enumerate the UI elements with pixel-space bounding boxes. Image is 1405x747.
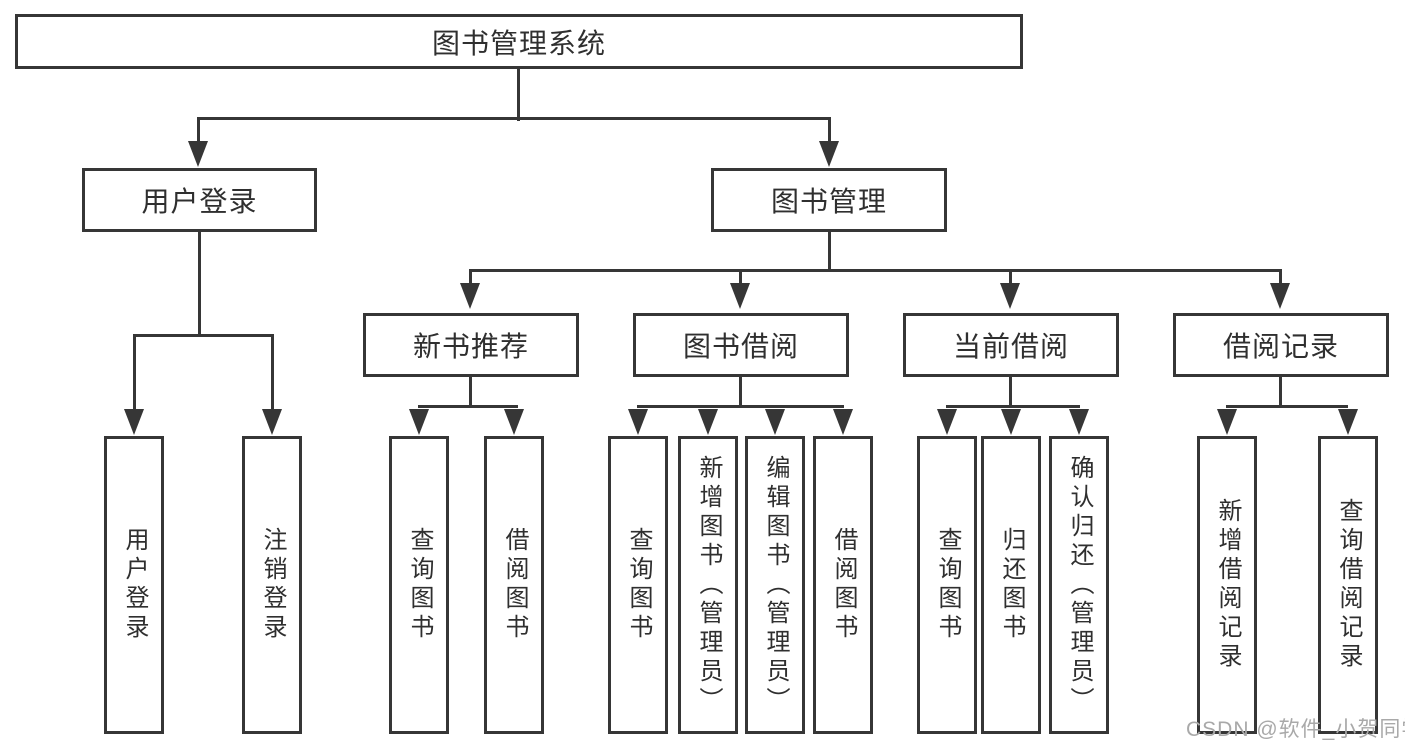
csdn-watermark: CSDN @软件_小贺同学 [1186,718,1405,741]
node-book-management: 图书管理 [711,168,947,232]
node-borrow-records: 借阅记录 [1173,313,1389,377]
leaf-confirm-return-admin: 确认归还（管理员） [1049,436,1109,734]
leaf-borrow-books: 借阅图书 [484,436,544,734]
arrow-down-icon [730,283,750,309]
edge-current-stem [1009,377,1012,407]
edge-root-stem [517,69,520,121]
arrow-down-icon [833,409,853,435]
arrow-down-icon [504,409,524,435]
edge-records-stem [1279,377,1282,407]
edge-login-drop [133,337,136,409]
edge-current-stub [1009,272,1012,283]
arrow-down-icon [1217,409,1237,435]
edge-management-bar [469,269,1282,272]
arrow-down-icon [1069,409,1089,435]
edge-borrow-bar [637,405,844,408]
leaf-return-books: 归还图书 [981,436,1041,734]
leaf-query-borrow-record: 查询借阅记录 [1318,436,1378,734]
arrow-down-icon [937,409,957,435]
edge-records-bar [1226,405,1348,408]
edge-logout-drop [271,337,274,409]
leaf-query-books: 查询图书 [917,436,977,734]
edge-login-stub [197,120,200,142]
arrow-down-icon [1000,283,1020,309]
node-current-borrow: 当前借阅 [903,313,1119,377]
node-library-management-system: 图书管理系统 [15,14,1023,69]
leaf-user-login: 用户登录 [104,436,164,734]
edge-recommend-stem [469,377,472,407]
edge-recommend-stub [469,272,472,283]
leaf-query-books: 查询图书 [608,436,668,734]
arrow-down-icon [1001,409,1021,435]
edge-root-bar [197,117,831,120]
arrow-down-icon [698,409,718,435]
leaf-query-books: 查询图书 [389,436,449,734]
arrow-down-icon [1338,409,1358,435]
edge-login-bar [133,334,274,337]
edge-borrow-stub [739,272,742,283]
edge-records-stub [1279,272,1282,283]
leaf-edit-books-admin: 编辑图书（管理员） [745,436,805,734]
arrow-down-icon [1270,283,1290,309]
arrow-down-icon [765,409,785,435]
edge-login-stem [198,232,201,337]
leaf-borrow-books: 借阅图书 [813,436,873,734]
leaf-logout: 注销登录 [242,436,302,734]
leaf-add-books-admin: 新增图书（管理员） [678,436,738,734]
node-new-book-recommend: 新书推荐 [363,313,579,377]
node-book-borrow: 图书借阅 [633,313,849,377]
arrow-down-icon [188,141,208,167]
node-user-login: 用户登录 [82,168,317,232]
arrow-down-icon [819,141,839,167]
edge-borrow-stem [739,377,742,407]
arrow-down-icon [409,409,429,435]
edge-current-bar [946,405,1080,408]
arrow-down-icon [460,283,480,309]
leaf-add-borrow-record: 新增借阅记录 [1197,436,1257,734]
arrow-down-icon [628,409,648,435]
arrow-down-icon [124,409,144,435]
edge-management-stub [828,120,831,142]
edge-management-stem [828,232,831,272]
arrow-down-icon [262,409,282,435]
edge-recommend-bar [418,405,518,408]
